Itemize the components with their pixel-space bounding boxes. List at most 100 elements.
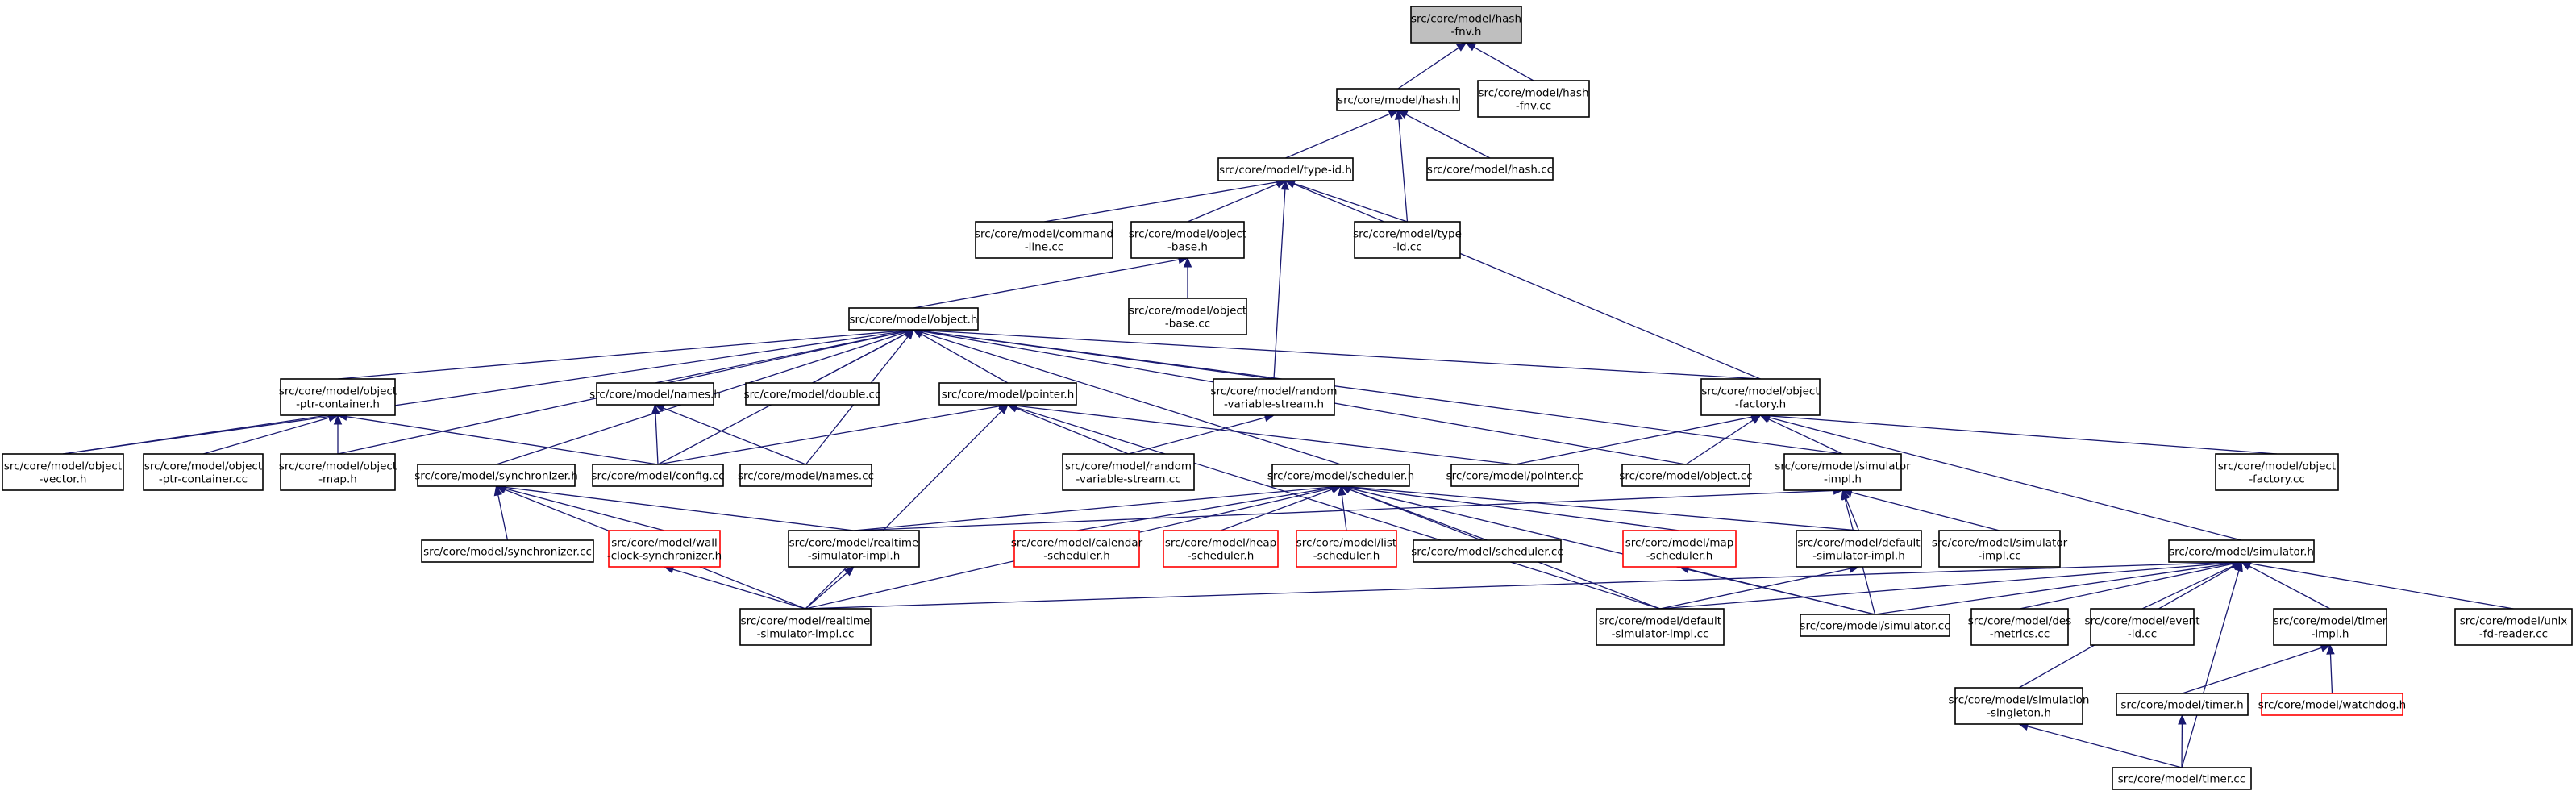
edge-simulator_impl_cc-to-simulator_impl_h (1841, 488, 2000, 531)
edge-line (672, 568, 806, 610)
arrowhead-icon (1465, 42, 1477, 52)
node-box (2215, 453, 2339, 491)
node-box (2090, 608, 2195, 646)
node-simulator-impl-cc[interactable]: src/core/model/simulator-impl.cc (1932, 530, 2068, 568)
edge-timer_h-to-timer_impl_h (2182, 643, 2332, 694)
edge-line (922, 331, 1342, 465)
node-realtime-simulator-impl-h[interactable]: src/core/model/realtime-simulator-impl.h (788, 530, 920, 568)
edge-line (1220, 489, 1333, 531)
arrowhead-icon (2234, 560, 2243, 572)
node-watchdog-h[interactable]: src/core/model/watchdog.h (2258, 693, 2406, 716)
arrowhead-icon (1750, 414, 1762, 424)
node-realtime-simulator-impl-cc[interactable]: src/core/model/realtime-simulator-impl.c… (739, 608, 872, 646)
node-hash-cc[interactable]: src/core/model/hash.cc (1426, 157, 1554, 181)
node-names-h[interactable]: src/core/model/names.h (589, 382, 721, 406)
node-object-cc[interactable]: src/core/model/object.cc (1619, 464, 1753, 487)
node-hash-h[interactable]: src/core/model/hash.h (1336, 88, 1460, 111)
node-object-base-h[interactable]: src/core/model/object-base.h (1129, 221, 1246, 259)
node-label: -metrics.cc (1990, 628, 2050, 641)
node-type-id-h[interactable]: src/core/model/type-id.h (1217, 157, 1354, 181)
node-object-ptr-container-cc[interactable]: src/core/model/object-ptr-container.cc (143, 453, 264, 491)
node-label: -simulator-impl.cc (1612, 628, 1709, 641)
node-pointer-cc[interactable]: src/core/model/pointer.cc (1446, 464, 1584, 487)
arrowhead-icon (333, 414, 343, 425)
edge-line (1845, 497, 1860, 531)
node-calendar-scheduler-h[interactable]: src/core/model/calendar-scheduler.h (1011, 530, 1143, 568)
edge-object_map_h-to-object_ptr_container_h (333, 414, 343, 454)
node-box (2273, 608, 2387, 646)
edge-line (2027, 726, 2183, 768)
node-names-cc[interactable]: src/core/model/names.cc (738, 464, 874, 487)
edge-line (655, 413, 659, 465)
node-des-metrics-cc[interactable]: src/core/model/des-metrics.cc (1968, 608, 2072, 646)
node-label: -fnv.cc (1516, 100, 1551, 113)
node-wall-clock-synchronizer-h[interactable]: src/core/model/wall-clock-synchronizer.h (607, 530, 722, 568)
node-label: src/core/model/object (144, 460, 262, 473)
node-simulator-impl-h[interactable]: src/core/model/simulator-impl.h (1775, 453, 1911, 491)
node-timer-cc[interactable]: src/core/model/timer.cc (2112, 767, 2252, 790)
node-random-variable-stream-cc[interactable]: src/core/model/random-variable-stream.cc (1062, 453, 1195, 491)
node-box (1410, 6, 1522, 44)
node-label: -base.cc (1165, 318, 1210, 331)
edge-hash_fnv_cc-to-hash_fnv_h (1465, 42, 1534, 81)
node-type-id-cc[interactable]: src/core/model/type-id.cc (1353, 221, 1462, 259)
node-object-base-cc[interactable]: src/core/model/object-base.cc (1128, 298, 1247, 335)
edge-line (812, 333, 906, 384)
node-label: -line.cc (1025, 241, 1063, 254)
node-label: src/core/model/pointer.cc (1446, 470, 1584, 483)
node-object-map-h[interactable]: src/core/model/object-map.h (279, 453, 397, 491)
edge-object_factory_h-to-type_id_h (1284, 180, 1761, 380)
edge-wall_clock_synchronizer_h-to-synchronizer_h (495, 484, 665, 531)
arrowhead-icon (493, 485, 502, 497)
node-double-cc[interactable]: src/core/model/double.cc (744, 382, 881, 406)
node-box (2116, 693, 2249, 716)
node-object-factory-h[interactable]: src/core/model/object-factory.h (1700, 378, 1821, 416)
node-label: src/core/model/object (279, 385, 397, 398)
node-heap-scheduler-h[interactable]: src/core/model/heap-scheduler.h (1163, 530, 1279, 568)
node-random-variable-stream-h[interactable]: src/core/model/random-variable-stream.h (1211, 378, 1338, 416)
node-label: src/core/model/hash (1478, 87, 1588, 100)
node-label: -map.h (318, 473, 357, 486)
node-label: -simulator-impl.h (1812, 550, 1905, 563)
node-label: src/core/model/timer.h (2120, 699, 2243, 712)
node-command-line-cc[interactable]: src/core/model/command-line.cc (975, 221, 1113, 259)
edge-timer_cc-to-simulation_singleton_h (2017, 722, 2183, 768)
node-unix-fd-reader-cc[interactable]: src/core/model/unix-fd-reader.cc (2454, 608, 2573, 646)
node-timer-h[interactable]: src/core/model/timer.h (2116, 693, 2249, 716)
node-box (1796, 530, 1922, 568)
node-object-factory-cc[interactable]: src/core/model/object-factory.cc (2215, 453, 2339, 491)
node-object-ptr-container-h[interactable]: src/core/model/object-ptr-container.h (279, 378, 397, 416)
node-label: -fd-reader.cc (2479, 628, 2548, 641)
node-label: src/core/model/double.cc (744, 389, 881, 402)
edge-names_cc-to-names_h (654, 404, 806, 465)
arrowhead-icon (1183, 256, 1192, 268)
node-default-simulator-impl-h[interactable]: src/core/model/default-simulator-impl.h (1796, 530, 1922, 568)
node-box (1336, 88, 1460, 111)
node-synchronizer-cc[interactable]: src/core/model/synchronizer.cc (421, 539, 594, 563)
edge-line (1659, 568, 1850, 610)
edge-line (1397, 47, 1459, 90)
node-map-scheduler-h[interactable]: src/core/model/map-scheduler.h (1622, 530, 1737, 568)
edge-line (1016, 405, 1516, 465)
node-simulator-h[interactable]: src/core/model/simulator.h (2168, 539, 2315, 563)
node-event-id-cc[interactable]: src/core/model/event-id.cc (2084, 608, 2200, 646)
node-config-cc[interactable]: src/core/model/config.cc (591, 464, 725, 487)
node-object-vector-h[interactable]: src/core/model/object-vector.h (2, 453, 124, 491)
node-box (1938, 530, 2061, 568)
node-default-simulator-impl-cc[interactable]: src/core/model/default-simulator-impl.cc (1596, 608, 1725, 646)
edge-line (922, 329, 1761, 380)
node-simulation-singleton-h[interactable]: src/core/model/simulation-singleton.h (1948, 687, 2090, 725)
node-label: -base.h (1167, 241, 1208, 254)
node-pointer-h[interactable]: src/core/model/pointer.h (938, 382, 1077, 406)
node-object-h[interactable]: src/core/model/object.h (848, 307, 979, 331)
node-synchronizer-h[interactable]: src/core/model/synchronizer.h (414, 464, 578, 487)
node-scheduler-cc[interactable]: src/core/model/scheduler.cc (1411, 539, 1563, 563)
node-label: src/core/model/default (1797, 537, 1920, 550)
node-simulator-cc[interactable]: src/core/model/simulator.cc (1800, 614, 1950, 637)
node-timer-impl-h[interactable]: src/core/model/timer-impl.h (2273, 608, 2387, 646)
node-box (1783, 453, 1902, 491)
node-scheduler-h[interactable]: src/core/model/scheduler.h (1267, 464, 1414, 487)
node-label: src/core/model/type-id.h (1219, 164, 1352, 177)
node-list-scheduler-h[interactable]: src/core/model/list-scheduler.h (1296, 530, 1397, 568)
node-hash-fnv-cc[interactable]: src/core/model/hash-fnv.cc (1477, 80, 1590, 118)
